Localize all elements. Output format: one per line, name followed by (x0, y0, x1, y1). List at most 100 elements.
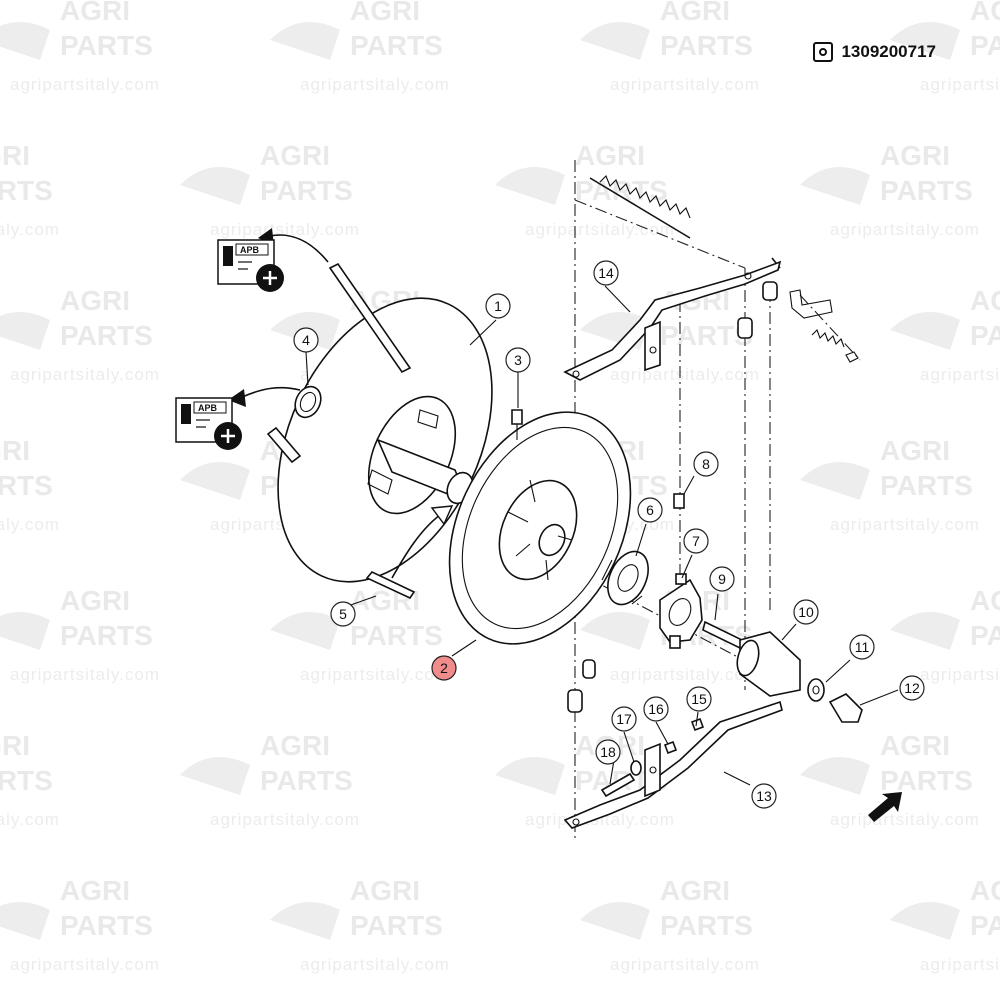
watermark-url: agripartsitaly.com (610, 365, 760, 384)
callout-8[interactable]: 8 (693, 451, 719, 477)
watermark-url: agripartsitaly.com (0, 220, 60, 239)
watermark-line1: AGRI (260, 730, 330, 761)
watermark-url: agripartsitaly.com (610, 665, 760, 684)
watermark-line2: PARTS (350, 30, 443, 61)
watermark-logo (180, 757, 250, 795)
watermark-line2: PARTS (970, 30, 1000, 61)
watermark-line1: AGRI (60, 0, 130, 26)
watermark-line2: PARTS (60, 620, 153, 651)
watermark-logo (495, 167, 565, 205)
callout-17[interactable]: 17 (611, 706, 637, 732)
callout-6[interactable]: 6 (637, 497, 663, 523)
watermark-line1: AGRI (660, 0, 730, 26)
watermark-logo (890, 902, 960, 940)
callout-number: 12 (904, 680, 920, 696)
grease-nipple-small-part (673, 493, 685, 509)
part-code: 1309200717 (841, 42, 936, 61)
callout-3[interactable]: 3 (505, 347, 531, 373)
watermark-line2: PARTS (970, 620, 1000, 651)
callout-number: 6 (646, 502, 654, 518)
watermark-url: agripartsitaly.com (525, 810, 675, 829)
callout-number: 7 (692, 533, 700, 549)
callout-9[interactable]: 9 (709, 566, 735, 592)
callout-number: 14 (598, 265, 614, 281)
watermark-logo (580, 612, 650, 650)
camera-icon[interactable] (813, 42, 834, 62)
watermark-line2: PARTS (880, 175, 973, 206)
watermark-line2: PARTS (260, 765, 353, 796)
leader-lines (305, 285, 899, 786)
grease-nipple-part (511, 409, 523, 440)
watermark-url: agripartsitaly.com (210, 220, 360, 239)
callout-10[interactable]: 10 (793, 599, 819, 625)
watermark-tile: AGRI PARTS agripartsitaly.com (180, 730, 360, 829)
watermark-url: agripartsitaly.com (300, 75, 450, 94)
callout-5[interactable]: 5 (330, 601, 356, 627)
apb-label[interactable]: APB (217, 239, 284, 292)
watermark-line1: AGRI (970, 585, 1000, 616)
callout-12[interactable]: 12 (899, 675, 925, 701)
watermark-logo (0, 612, 50, 650)
washer-part (807, 678, 825, 702)
watermark-url: agripartsitaly.com (10, 955, 160, 974)
plus-icon[interactable] (214, 422, 242, 450)
watermark-url: agripartsitaly.com (830, 810, 980, 829)
watermark-logo (890, 22, 960, 60)
watermark-url: agripartsitaly.com (920, 75, 1000, 94)
watermark-logo (270, 22, 340, 60)
watermark-line1: AGRI (0, 140, 30, 171)
callout-number: 9 (718, 571, 726, 587)
watermark-line2: PARTS (260, 175, 353, 206)
watermark-url: agripartsitaly.com (10, 75, 160, 94)
watermark-line1: AGRI (60, 285, 130, 316)
callout-14[interactable]: 14 (593, 260, 619, 286)
callout-7[interactable]: 7 (683, 528, 709, 554)
watermark-line2: PARTS (660, 30, 753, 61)
watermark-line1: AGRI (880, 140, 950, 171)
apb-label-group: APB APB (175, 239, 284, 450)
callout-number: 10 (798, 604, 814, 620)
watermark-line1: AGRI (60, 585, 130, 616)
callout-15[interactable]: 15 (686, 686, 712, 712)
watermark-line2: PARTS (0, 765, 53, 796)
watermark-logo (495, 757, 565, 795)
callout-number: 18 (600, 744, 616, 760)
callout-number: 17 (616, 711, 632, 727)
watermark-logo (270, 902, 340, 940)
watermark-line2: PARTS (880, 765, 973, 796)
small-fasteners (600, 717, 705, 798)
callout-2[interactable]: 2 (431, 655, 457, 681)
apb-label[interactable]: APB (175, 397, 242, 450)
front-drive-disc-part (448, 411, 632, 645)
watermark-url: agripartsitaly.com (920, 365, 1000, 384)
watermark-line2: PARTS (0, 175, 53, 206)
watermark-line2: PARTS (60, 30, 153, 61)
callout-13[interactable]: 13 (751, 783, 777, 809)
watermark-tile: AGRI PARTS agripartsitaly.com (800, 730, 980, 829)
plus-icon[interactable] (256, 264, 284, 292)
apb-text: APB (198, 403, 218, 413)
callout-4[interactable]: 4 (293, 327, 319, 353)
callout-18[interactable]: 18 (595, 739, 621, 765)
watermark-url: agripartsitaly.com (525, 220, 675, 239)
watermark-line1: AGRI (880, 730, 950, 761)
watermark-line1: AGRI (970, 0, 1000, 26)
callout-number: 13 (756, 788, 772, 804)
diagram-header: 1309200717 (813, 42, 936, 62)
watermark-url: agripartsitaly.com (210, 810, 360, 829)
watermark-line2: PARTS (350, 620, 443, 651)
watermark-url: agripartsitaly.com (10, 665, 160, 684)
callout-16[interactable]: 16 (643, 696, 669, 722)
callout-11[interactable]: 11 (849, 634, 875, 660)
callout-1[interactable]: 1 (485, 293, 511, 319)
